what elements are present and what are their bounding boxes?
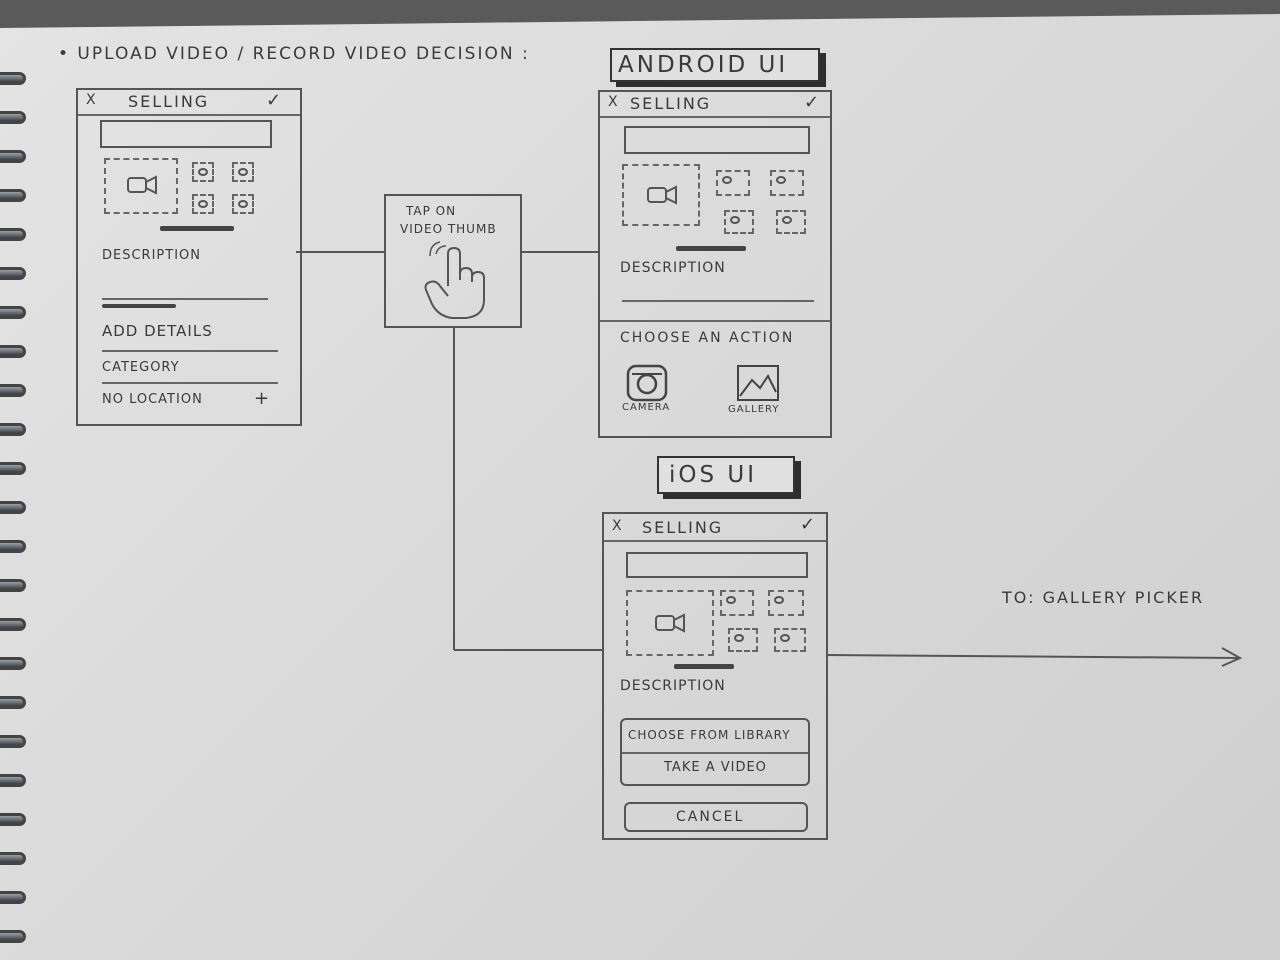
description-underline[interactable]: [102, 298, 268, 300]
photo-thumb[interactable]: [720, 590, 754, 616]
category-item[interactable]: CATEGORY: [102, 360, 180, 375]
description-label: DESCRIPTION: [620, 678, 726, 694]
photo-thumb[interactable]: [774, 628, 806, 652]
spiral-ring: [0, 852, 26, 865]
action-sheet-divider: [600, 320, 830, 322]
camera-icon[interactable]: [624, 362, 674, 406]
spiral-ring: [0, 462, 26, 475]
cancel-button[interactable]: CANCEL: [624, 802, 808, 832]
divider: [102, 382, 278, 384]
title-divider: [600, 116, 830, 118]
photo-thumb[interactable]: [192, 162, 214, 182]
choose-from-library-button[interactable]: CHOOSE FROM LIBRARY: [628, 728, 791, 742]
title-input[interactable]: [100, 120, 272, 148]
title-input[interactable]: [626, 552, 808, 578]
cancel-label: CANCEL: [676, 809, 745, 825]
spiral-ring: [0, 423, 26, 436]
plus-icon[interactable]: +: [254, 388, 271, 409]
title-divider: [78, 114, 300, 116]
spiral-ring: [0, 150, 26, 163]
close-icon[interactable]: X: [608, 94, 619, 110]
spiral-ring: [0, 228, 26, 241]
spiral-ring: [0, 306, 26, 319]
spiral-ring: [0, 618, 26, 631]
close-icon[interactable]: X: [86, 92, 97, 108]
gesture-line-1: TAP ON: [406, 204, 457, 218]
spiral-ring: [0, 384, 26, 397]
carousel-indicator: [674, 664, 734, 669]
screen-ios-action: X SELLING ✓ DESCRIPTION CHOOSE FROM LIBR…: [602, 512, 828, 840]
spiral-ring: [0, 267, 26, 280]
gallery-icon[interactable]: [734, 362, 784, 406]
screen-title: SELLING: [128, 92, 210, 111]
spiral-ring: [0, 501, 26, 514]
gallery-picker-label: TO: GALLERY PICKER: [1002, 588, 1205, 607]
connector-to-gallery-picker: [825, 654, 1239, 659]
photo-thumb[interactable]: [232, 162, 254, 182]
carousel-indicator: [676, 246, 746, 251]
check-icon[interactable]: ✓: [804, 92, 821, 113]
action-divider: [622, 752, 808, 754]
spiral-ring: [0, 189, 26, 202]
tapping-hand-icon: [424, 241, 485, 319]
spiral-ring: [0, 345, 26, 358]
description-label: DESCRIPTION: [620, 260, 726, 276]
screen-title: SELLING: [642, 518, 724, 537]
gesture-line-2: VIDEO THUMB: [400, 222, 497, 236]
photo-thumb[interactable]: [768, 590, 804, 616]
spiral-ring: [0, 657, 26, 670]
main-video-thumb[interactable]: [622, 164, 700, 226]
description-label: DESCRIPTION: [102, 248, 201, 263]
gallery-option-label[interactable]: GALLERY: [728, 404, 780, 415]
spiral-ring: [0, 774, 26, 787]
divider: [102, 350, 278, 352]
spiral-ring: [0, 891, 26, 904]
close-icon[interactable]: X: [612, 518, 623, 534]
photo-thumb[interactable]: [232, 194, 254, 214]
description-indicator: [102, 304, 176, 308]
main-video-thumb[interactable]: [626, 590, 714, 656]
android-ui-label: ANDROID UI: [610, 48, 820, 82]
photo-thumb[interactable]: [192, 194, 214, 214]
carousel-indicator: [160, 226, 234, 231]
photo-thumb[interactable]: [776, 210, 806, 234]
check-icon[interactable]: ✓: [800, 514, 817, 535]
title-input[interactable]: [624, 126, 810, 154]
video-camera-icon: [655, 613, 685, 633]
ios-action-sheet: CHOOSE FROM LIBRARY TAKE A VIDEO: [620, 718, 810, 786]
photo-thumb[interactable]: [770, 170, 804, 196]
camera-option-label[interactable]: CAMERA: [622, 402, 671, 413]
add-details-item[interactable]: ADD DETAILS: [102, 322, 213, 340]
video-camera-icon: [647, 185, 677, 205]
take-video-button[interactable]: TAKE A VIDEO: [664, 760, 767, 775]
location-item[interactable]: NO LOCATION: [102, 392, 203, 407]
ios-ui-label: iOS UI: [657, 456, 795, 494]
spiral-ring: [0, 735, 26, 748]
photo-thumb[interactable]: [728, 628, 758, 652]
video-camera-icon: [127, 175, 157, 195]
arrow-head-icon: [1221, 647, 1243, 667]
page-heading: • UPLOAD VIDEO / RECORD VIDEO DECISION :: [58, 44, 530, 64]
spiral-ring: [0, 930, 26, 943]
title-divider: [604, 540, 826, 542]
spiral-ring: [0, 813, 26, 826]
action-sheet-title: CHOOSE AN ACTION: [620, 330, 795, 346]
spiral-ring: [0, 696, 26, 709]
tap-gesture-card: TAP ON VIDEO THUMB: [384, 194, 522, 328]
spiral-ring: [0, 72, 26, 85]
spiral-ring: [0, 579, 26, 592]
screen-selling-initial: X SELLING ✓ DESCRIPTION ADD DETAILS CATE…: [76, 88, 302, 426]
photo-thumb[interactable]: [724, 210, 754, 234]
screen-title: SELLING: [630, 94, 712, 113]
spiral-ring: [0, 111, 26, 124]
screen-android-action: X SELLING ✓ DESCRIPTION CHOOSE AN ACTION…: [598, 90, 832, 438]
photo-thumb[interactable]: [716, 170, 750, 196]
check-icon[interactable]: ✓: [266, 90, 283, 111]
main-video-thumb[interactable]: [104, 158, 178, 214]
description-underline[interactable]: [622, 300, 814, 302]
spiral-ring: [0, 540, 26, 553]
